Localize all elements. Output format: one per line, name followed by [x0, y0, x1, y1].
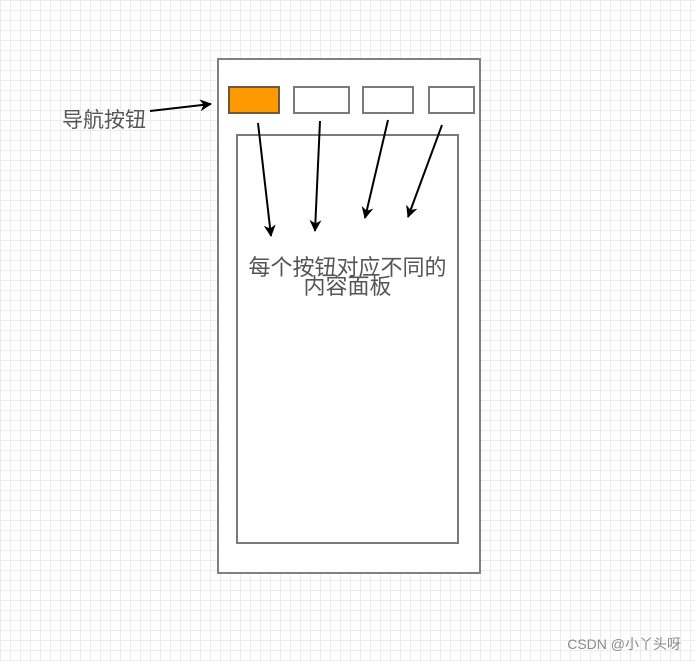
panel-text-line-2: 内容面板: [303, 274, 392, 299]
nav-buttons-label: 导航按钮: [62, 108, 146, 132]
nav-button-2[interactable]: [293, 86, 350, 114]
panel-text-line-1: 每个按钮对应不同的: [248, 255, 447, 280]
button-2-to-panel-arrow: [309, 120, 322, 232]
button-3-to-panel-arrow: [361, 119, 389, 219]
content-panel: [236, 134, 459, 544]
nav-button-3[interactable]: [362, 86, 414, 114]
button-4-to-panel-arrow: [406, 124, 443, 218]
watermark: CSDN @小丫头呀: [567, 636, 681, 652]
nav-button-4[interactable]: [428, 86, 475, 114]
button-1-to-panel-arrow: [257, 122, 276, 237]
nav-button-1[interactable]: [228, 86, 280, 114]
label-to-nav-arrow: [149, 99, 212, 112]
